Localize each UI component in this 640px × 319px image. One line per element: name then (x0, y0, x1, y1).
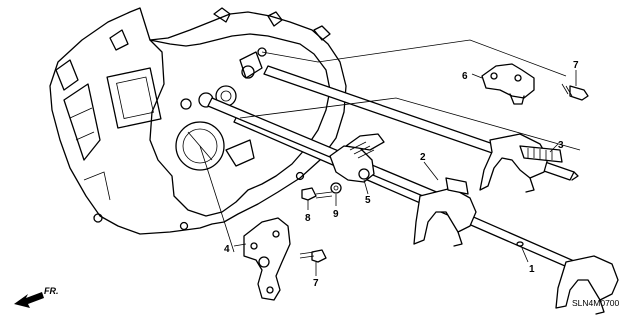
callout-7-lower: 7 (313, 278, 319, 289)
front-label: FR. (44, 286, 59, 296)
shift-fork-1 (555, 255, 619, 315)
front-direction-indicator: FR. (14, 286, 59, 308)
shift-bracket-4 (243, 217, 291, 301)
bolt-8 (301, 187, 333, 201)
callout-7-upper: 7 (573, 60, 579, 71)
bolt-7-upper (561, 83, 589, 101)
callout-2: 2 (420, 152, 426, 163)
shift-fork-2 (413, 177, 477, 247)
transmission-housing (49, 7, 347, 235)
callout-5: 5 (365, 195, 371, 206)
interlock-bracket-6 (481, 63, 535, 105)
callout-8: 8 (305, 213, 311, 224)
callout-6: 6 (462, 71, 468, 82)
callout-labels: 1 2 3 4 5 6 7 7 8 9 (224, 60, 579, 289)
callout-9: 9 (333, 209, 339, 220)
washer-9 (330, 182, 342, 194)
callout-3: 3 (558, 140, 564, 151)
callout-4: 4 (224, 244, 230, 255)
shift-fork-3 (479, 133, 563, 193)
callout-1: 1 (529, 264, 535, 275)
diagram-code: SLN4M0700 (572, 298, 620, 308)
shift-piece-5 (329, 133, 385, 183)
front-arrow-icon (14, 292, 44, 308)
leader-lines (199, 39, 581, 276)
bolt-7-lower (299, 249, 327, 263)
